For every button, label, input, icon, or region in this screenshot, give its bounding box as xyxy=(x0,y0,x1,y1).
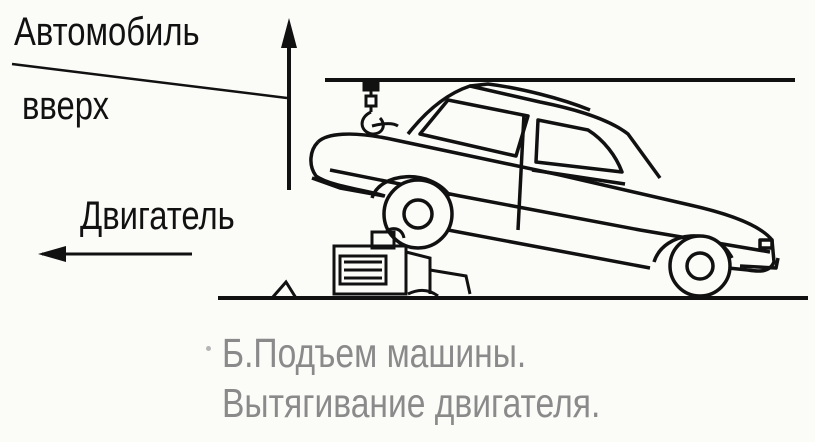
label-leader xyxy=(11,62,288,100)
caption-line1: Б.Подъем машины. xyxy=(222,330,527,376)
engine-unit xyxy=(270,227,472,299)
car-up-label-line2: вверх xyxy=(22,84,109,128)
caption-line2: Вытягивание двигателя. xyxy=(222,380,601,426)
caption-bullet xyxy=(206,346,211,351)
engine-arrow xyxy=(38,246,192,262)
engine-label: Двигатель xyxy=(80,194,235,238)
car-up-arrow xyxy=(281,18,297,190)
car-up-label-line1: Автомобиль xyxy=(14,10,200,54)
hoist xyxy=(360,78,399,136)
car xyxy=(309,82,780,298)
